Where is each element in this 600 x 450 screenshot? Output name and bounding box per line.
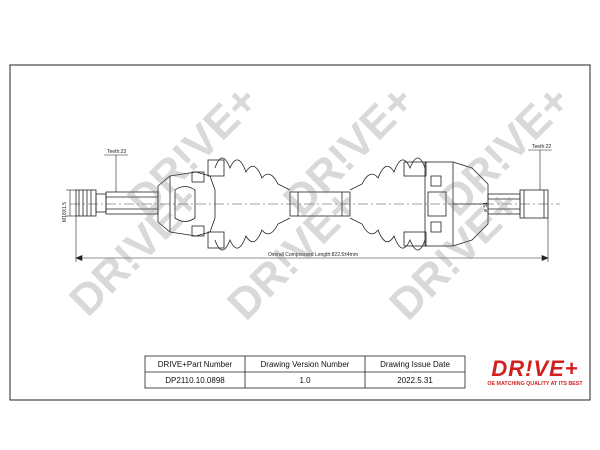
thread-label: M18X1.5 (62, 202, 68, 222)
left-boot (214, 157, 291, 251)
brand-tagline: OE MATCHING QUALITY AT ITS BEST (487, 381, 583, 387)
length-dimension (75, 216, 549, 262)
title-block-grid (144, 355, 466, 389)
thread-dimension (66, 189, 76, 217)
left-cv-joint (157, 159, 225, 249)
value-part-number: DP2110.10.0898 (165, 375, 225, 385)
header-issue-date: Drawing Issue Date (380, 359, 450, 369)
intermediate-shaft (289, 191, 351, 217)
right-spline-stub (487, 189, 549, 219)
left-spline-shaft (105, 191, 159, 215)
diameter-label: ø 51 (483, 202, 489, 212)
left-threaded-stub (75, 189, 107, 217)
teeth-right-label: Teeth:22 (532, 144, 551, 150)
teeth-leaders (104, 149, 552, 192)
teeth-left-label: Teeth:23 (107, 149, 126, 155)
header-version-number: Drawing Version Number (260, 359, 350, 369)
header-part-number: DRIVE+Part Number (157, 359, 233, 369)
right-boot (349, 157, 426, 251)
right-inner-joint (403, 161, 489, 247)
value-issue-date: 2022.5.31 (397, 375, 433, 385)
drawing-frame (9, 64, 591, 401)
value-version-number: 1.0 (299, 375, 311, 385)
overall-length-label: Overall Compressed Length:822.5±4mm (268, 252, 358, 258)
brand-logo: DR!VE+ (491, 356, 579, 381)
